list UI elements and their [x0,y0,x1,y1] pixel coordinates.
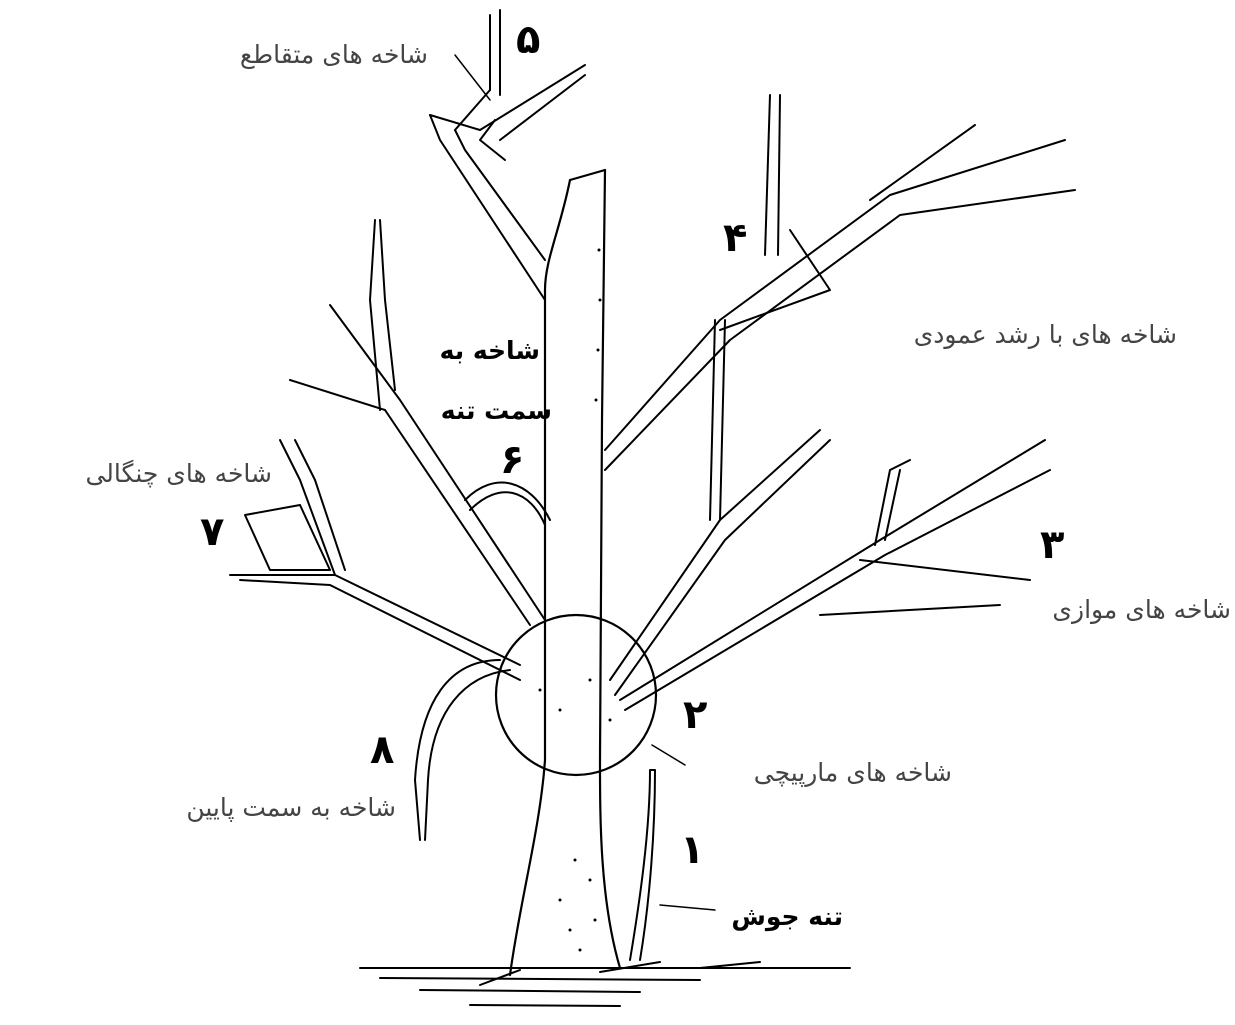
number-8: ۸ [370,730,394,770]
label-downward-branch: شاخه به سمت پایین [186,795,396,820]
main-trunk [510,170,620,975]
sucker-shoot [630,770,655,960]
label-crossing-branches: شاخه های متقاطع [240,42,428,67]
label-toward-trunk-line1: شاخه به [440,338,540,363]
number-1: ۱ [680,830,704,870]
number-6: ۶ [500,440,524,480]
label-toward-trunk-line2: سمت تنه [441,398,552,423]
label-parallel-branches: شاخه های موازی [1052,597,1231,622]
label-sucker: تنه جوش [731,904,843,929]
label-spiral-branches: شاخه های مارپیچی [754,760,952,785]
number-7: ۷ [200,512,224,552]
left-lower-limbs [230,440,520,840]
ground-lines [360,962,850,1006]
number-2: ۲ [683,695,707,735]
number-4: ۴ [723,218,747,258]
spiral-branch-circle [496,615,656,775]
right-limbs [605,95,1075,710]
number-3: ۳ [1040,525,1064,565]
number-5: ۵ [516,20,540,60]
left-upper-limb [430,10,585,300]
label-forked-branches: شاخه های چنگالی [85,461,272,486]
label-vertical-branches: شاخه های با رشد عمودی [914,322,1177,347]
